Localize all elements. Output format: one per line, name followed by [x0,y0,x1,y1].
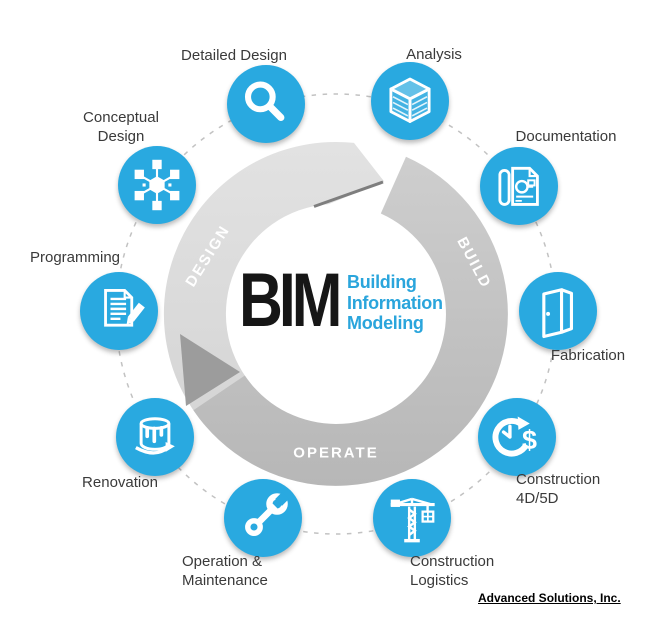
bim-title: BIM [239,258,342,343]
wrench-icon [245,492,289,536]
ring-segment-design [163,141,385,425]
magnifier-icon [244,81,285,122]
clock-dollar-icon: $ [492,416,537,457]
ring-arrow-shadow-line [313,180,384,208]
paint-bucket-icon [135,417,175,455]
bim-subtitle: Building Information Modeling [347,272,443,334]
ring-arrowhead [180,334,240,406]
ring-label-operate: OPERATE [293,444,379,462]
node-label-documentation: Documentation [515,128,617,145]
node-label-renovation: Renovation [82,474,158,491]
tower-crane-icon [390,497,435,543]
node-renovation [116,398,194,476]
dollar-glyph: $ [522,425,537,455]
node-fabrication [519,272,597,350]
node-construction-logistics [373,479,451,557]
node-label-analysis: Analysis [406,46,462,63]
branding-text: Advanced Solutions, Inc. [478,591,621,605]
node-label-operation-maintenance: Operation & Maintenance [182,553,268,589]
node-label-construction-4d5d: Construction 4D/5D [516,471,601,507]
bim-subtitle-line-1: Building [347,272,417,292]
node-detailed-design [227,65,305,143]
network-nodes-icon [134,159,180,211]
node-construction-4d5d: $ [478,398,556,476]
node-label-construction-logistics: Construction Logistics [410,553,495,589]
node-analysis [371,62,449,140]
node-label-fabrication: Fabrication [550,347,626,364]
document-pencil-icon [104,289,145,327]
node-operation-maintenance [224,479,302,557]
node-label-conceptual-design: Conceptual Design [83,109,159,145]
bim-subtitle-line-2: Information [347,292,443,313]
node-label-detailed-design: Detailed Design [181,47,287,64]
bim-subtitle-line-3: Modeling [347,313,424,333]
cube-3d-icon [389,77,431,123]
node-label-programming: Programming [29,249,121,266]
node-documentation [480,147,558,225]
node-programming [80,272,158,350]
node-conceptual-design [118,146,196,224]
blueprint-document-icon [498,166,539,206]
ring-segment-build-operate [193,156,508,486]
open-door-icon [542,288,574,339]
